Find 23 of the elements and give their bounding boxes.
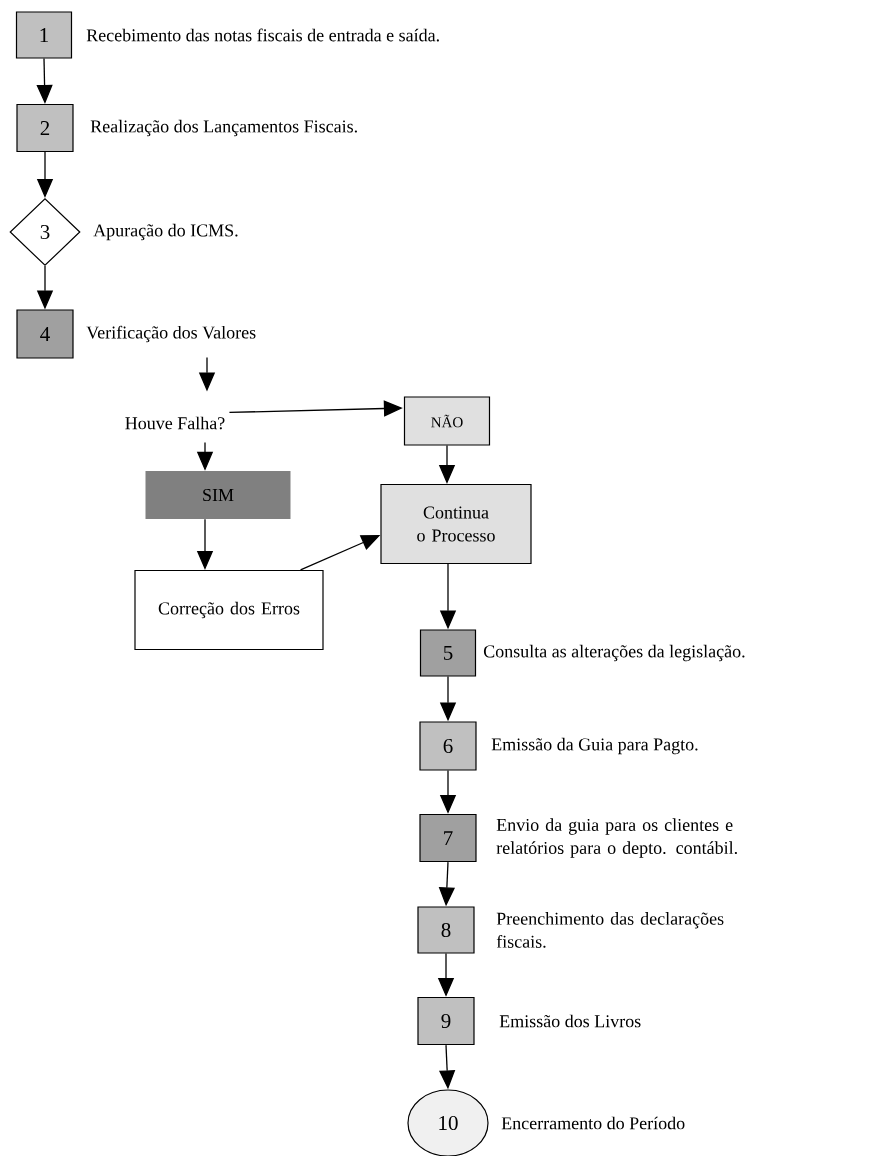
step-description: Preenchimento das declarações fiscais. <box>496 912 724 948</box>
answer-box: SIM <box>145 471 291 519</box>
step-box: 8 <box>417 906 475 954</box>
step-description: Emissão dos Livros <box>499 1014 641 1028</box>
question-text: Houve Falha? <box>125 416 225 430</box>
step-box: 2 <box>16 103 74 153</box>
step-description: Verificação dos Valores <box>86 325 256 343</box>
step-box: 7 <box>419 813 477 863</box>
step-description: Apuração do ICMS. <box>93 223 238 241</box>
process-box: Continua o Processo <box>380 483 532 565</box>
answer-box: NÃO <box>403 396 491 446</box>
step-description: Recebimento das notas fiscais de entrada e saída. <box>86 28 439 42</box>
step-box: 5 <box>419 629 477 677</box>
step-description: Emissão da Guia para Pagto. <box>491 737 698 755</box>
process-box: Correção dos Erros <box>134 569 324 651</box>
step-description: Consulta as alterações da legislação. <box>483 644 745 662</box>
step-box: 9 <box>417 996 475 1046</box>
step-box: 1 <box>15 11 73 59</box>
step-box: 4 <box>16 309 74 359</box>
step-description: Encerramento do Período <box>501 1116 685 1130</box>
step-description: Realização dos Lançamentos Fiscais. <box>90 119 357 137</box>
step-box: 6 <box>419 721 477 771</box>
step-description: Envio da guia para os clientes e relatórios para o depto. contábil. <box>496 818 737 858</box>
